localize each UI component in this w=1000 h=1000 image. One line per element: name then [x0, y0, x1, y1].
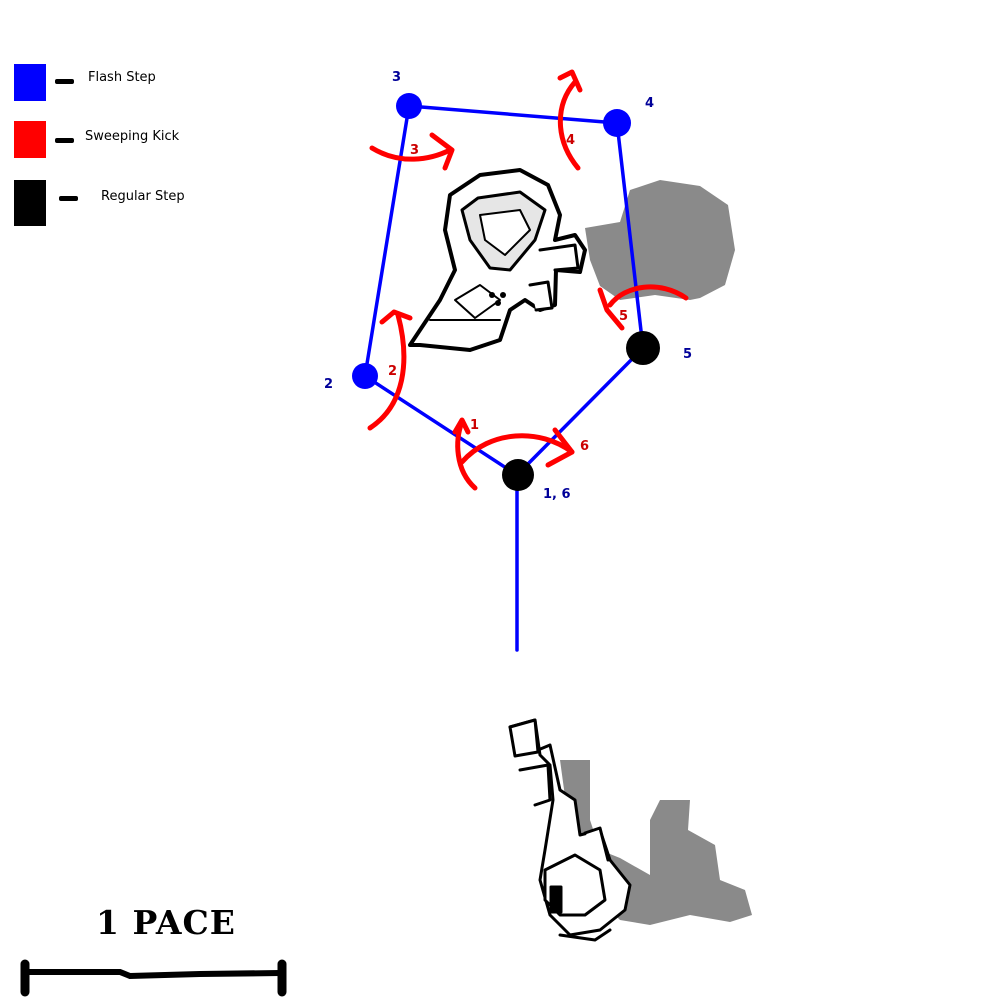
scale-label: 1 PACE: [96, 903, 236, 942]
opponent-shadow: [585, 180, 735, 300]
path-5-6: [515, 346, 645, 477]
path-1-2: [363, 374, 519, 477]
legend-dash: [55, 138, 74, 143]
flash-step-path: [363, 104, 645, 652]
legend-dash: [55, 79, 74, 84]
sweeping-kick-swatch: [14, 121, 46, 158]
kick-label-6: 6: [580, 439, 589, 454]
legend-label-flash-step: Flash Step: [88, 70, 156, 85]
step-label-1-6: 1, 6: [543, 487, 571, 502]
step-marker-1-6: [502, 459, 534, 491]
step-label-3: 3: [392, 70, 401, 85]
kick-arrow-4: [557, 69, 583, 171]
legend-dash: [59, 196, 78, 201]
kick-label-2: 2: [388, 364, 397, 379]
kick-arrow-2: [367, 309, 413, 431]
legend-label-regular-step: Regular Step: [101, 189, 185, 204]
legend-label-sweeping-kick: Sweeping Kick: [85, 129, 180, 144]
path-4-5: [615, 121, 645, 350]
path-2-3: [363, 104, 411, 378]
step-marker-5: [626, 331, 660, 365]
player-figure: [508, 718, 632, 942]
step-label-4: 4: [645, 96, 654, 111]
kick-arrow-5: [597, 284, 689, 331]
kick-arrow-3: [369, 132, 455, 171]
step-marker-4: [603, 109, 631, 137]
kick-label-5: 5: [619, 309, 628, 324]
kick-arrow-6: [459, 427, 575, 468]
regular-step-swatch: [14, 180, 46, 226]
kick-label-4: 4: [566, 133, 575, 148]
scale-bar: [20, 959, 287, 997]
kick-label-3: 3: [410, 143, 419, 158]
step-label-5: 5: [683, 347, 692, 362]
step-marker-2: [352, 363, 378, 389]
path-3-4: [407, 104, 619, 125]
step-marker-3: [396, 93, 422, 119]
flash-step-swatch: [14, 64, 46, 101]
step-label-2: 2: [324, 377, 333, 392]
kick-arrow-1: [452, 417, 478, 491]
sweeping-kicks: [367, 69, 689, 491]
kick-label-1: 1: [470, 418, 479, 433]
opponent-figure: [408, 168, 587, 352]
